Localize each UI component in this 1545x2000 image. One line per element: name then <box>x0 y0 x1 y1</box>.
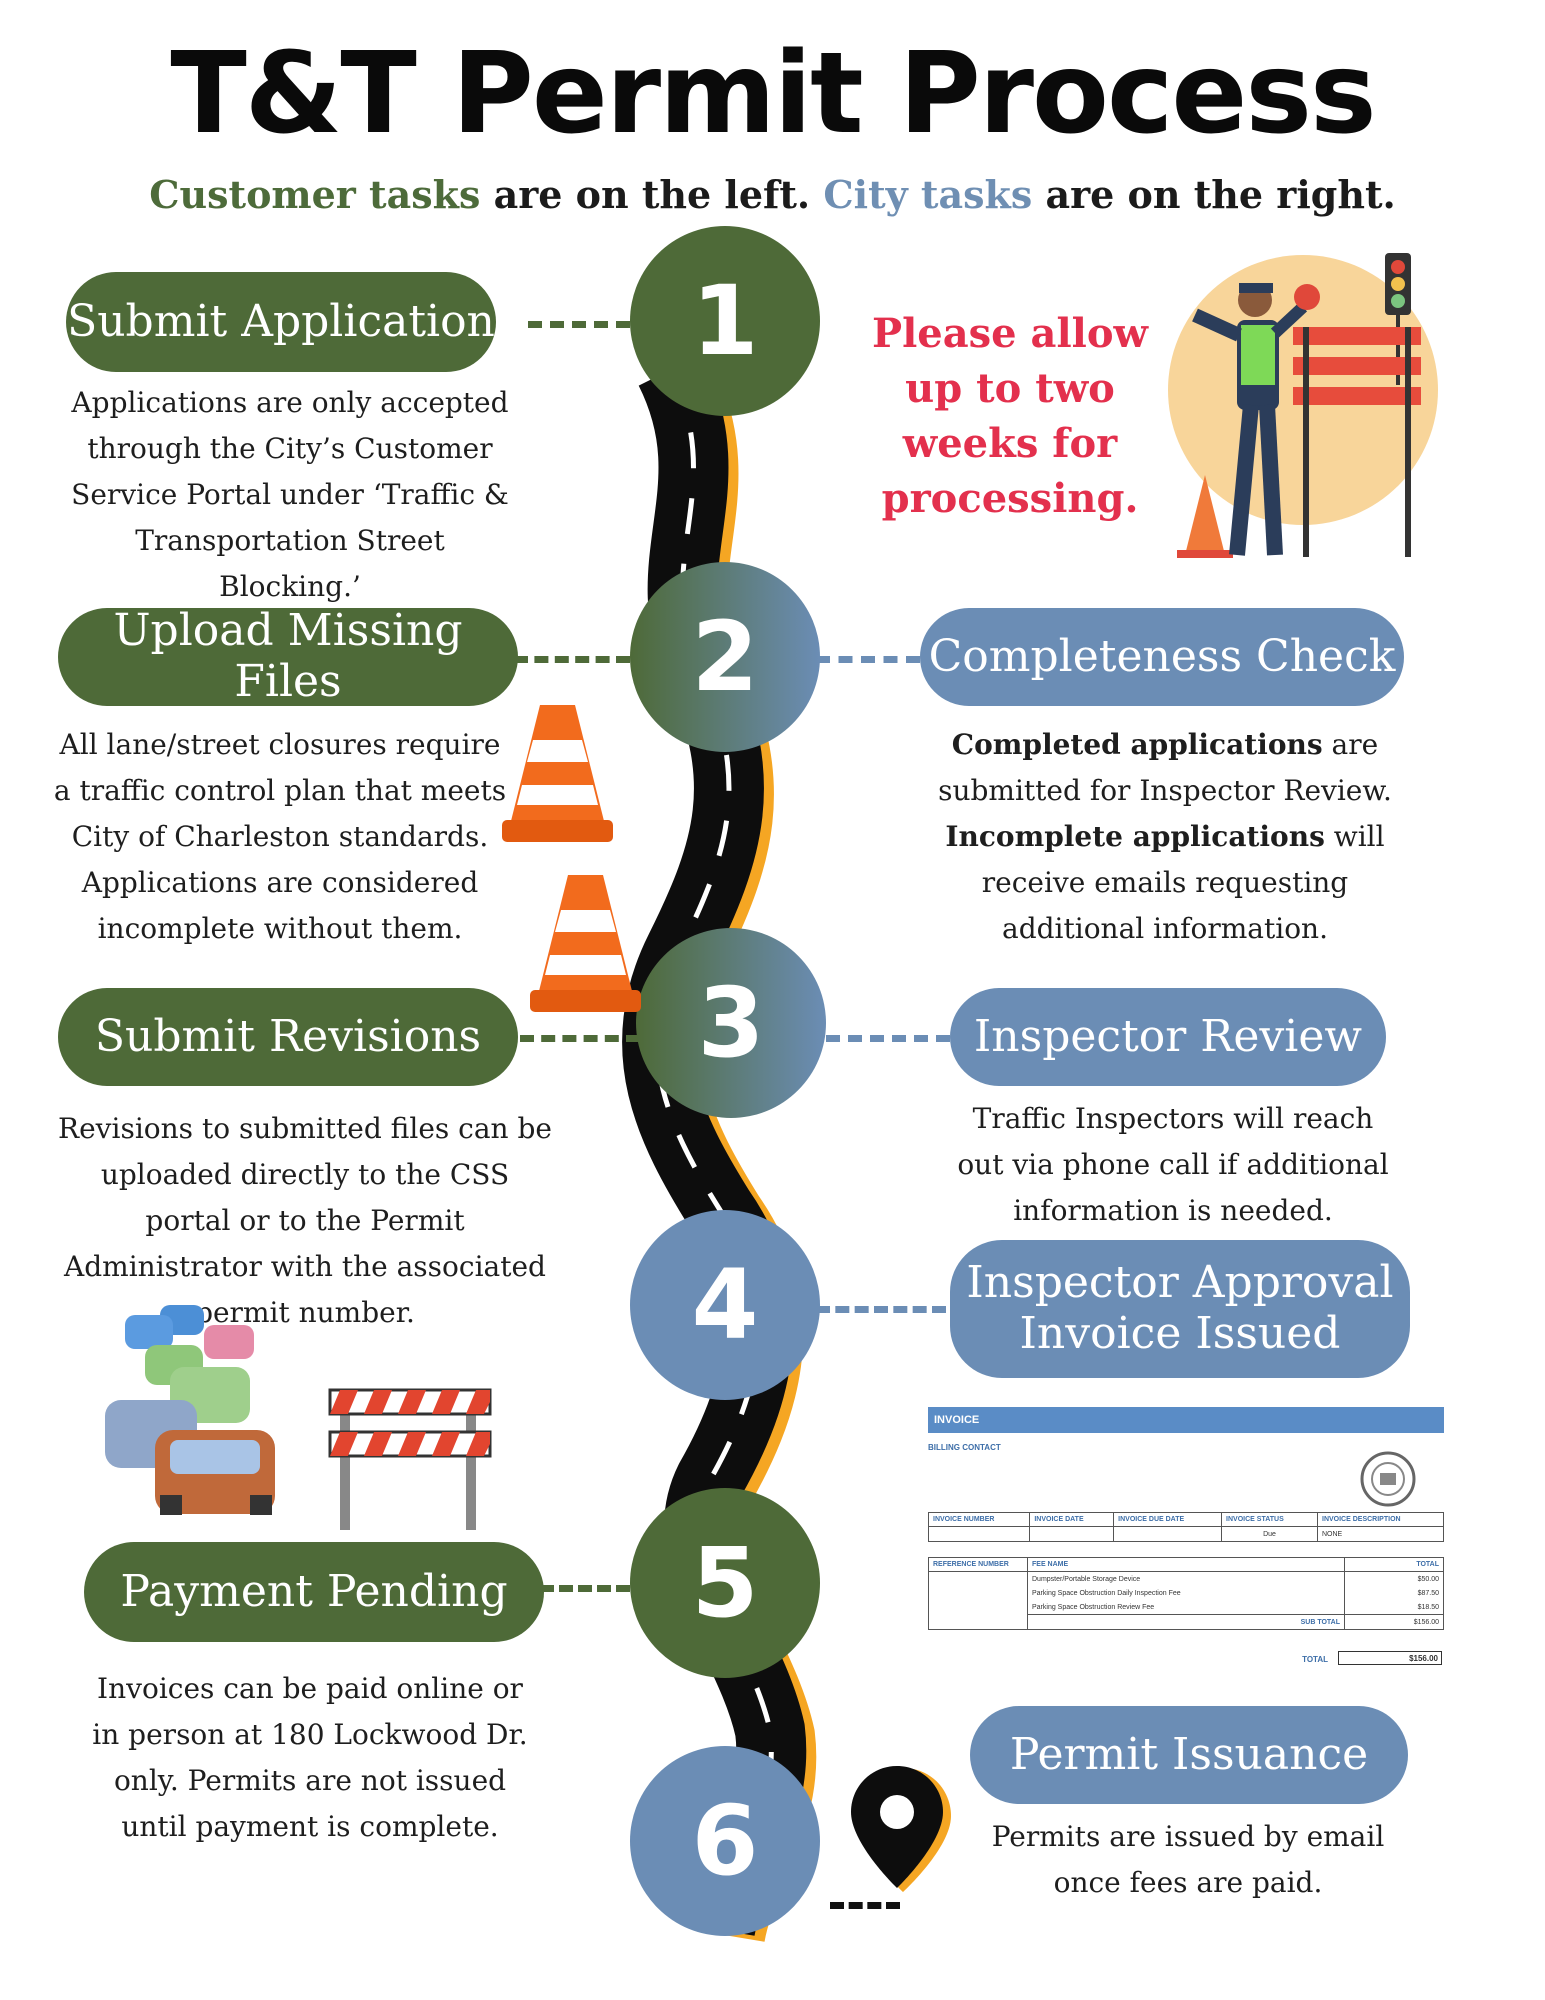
total-label: TOTAL <box>1302 1655 1328 1664</box>
connector-3-right <box>826 1035 950 1042</box>
invoice-header-table: INVOICE NUMBER INVOICE DATE INVOICE DUE … <box>927 1512 1444 1542</box>
invoice-status-header: INVOICE STATUS <box>1221 1512 1318 1527</box>
traffic-cone-icon <box>502 705 613 842</box>
permit-issuance-pill: Permit Issuance <box>970 1706 1408 1804</box>
invoice-number-header: INVOICE NUMBER <box>927 1512 1031 1527</box>
invoice-status-cell: Due <box>1221 1526 1318 1542</box>
completed-applications-label: Completed applications <box>951 728 1323 761</box>
payment-pending-pill: Payment Pending <box>84 1542 544 1642</box>
total-value: $156.00 <box>1338 1651 1442 1665</box>
fee-row-name: Dumpster/Portable Storage Device <box>1027 1571 1345 1586</box>
fee-row-name: Parking Space Obstruction Review Fee <box>1027 1600 1345 1615</box>
subtitle-mid: are on the left. <box>480 172 824 217</box>
submit-application-desc: Applications are only accepted through t… <box>71 386 509 603</box>
invoice-fee-table: REFERENCE NUMBER FEE NAME TOTAL Dumpster… <box>928 1557 1444 1630</box>
upload-missing-files-pill: Upload Missing Files <box>58 606 518 707</box>
connector-2-right <box>816 656 920 663</box>
flagger-illustration <box>1168 253 1438 558</box>
approval-line-1: Inspector Approval <box>966 1257 1394 1309</box>
submit-revisions-desc: Revisions to submitted files can be uplo… <box>58 1112 552 1329</box>
completeness-check-pill: Completeness Check <box>920 608 1404 706</box>
connector-6 <box>830 1902 900 1909</box>
reference-number-cell <box>928 1571 1028 1630</box>
subtitle-city: City tasks <box>823 172 1033 217</box>
connector-4 <box>816 1306 946 1313</box>
invoice-description-header: INVOICE DESCRIPTION <box>1317 1512 1444 1527</box>
step-6-number: 6 <box>630 1746 820 1936</box>
connector-5 <box>540 1585 630 1592</box>
permit-issuance-desc: Permits are issued by email once fees ar… <box>991 1820 1385 1899</box>
page-title: T&T Permit Process <box>170 29 1376 159</box>
fee-name-header: FEE NAME <box>1027 1557 1345 1572</box>
fee-row-amount: $50.00 <box>1344 1571 1444 1586</box>
billing-contact-label: BILLING CONTACT <box>928 1443 1001 1452</box>
inspector-review-desc: Traffic Inspectors will reach out via ph… <box>957 1102 1389 1227</box>
submit-application-pill: Submit Application <box>66 272 496 372</box>
page-subtitle: Customer tasks are on the left. City tas… <box>0 172 1545 217</box>
subtotal-label: SUB TOTAL <box>1027 1614 1345 1630</box>
traffic-jam-illustration <box>105 1305 275 1515</box>
payment-pending-desc: Invoices can be paid online or in person… <box>92 1672 528 1843</box>
completeness-check-desc: Completed applications are submitted for… <box>935 722 1395 952</box>
submit-revisions-pill: Submit Revisions <box>58 988 518 1086</box>
completeness-text-2: will receive emails requesting additiona… <box>981 820 1385 945</box>
road-barrier-icon <box>328 1388 492 1530</box>
processing-notice: Please allow up to two weeks for process… <box>872 310 1148 522</box>
connector-2-left <box>514 656 630 663</box>
fee-row-name: Parking Space Obstruction Daily Inspecti… <box>1027 1586 1345 1600</box>
invoice-date-cell <box>1029 1526 1115 1542</box>
connector-1 <box>528 321 630 328</box>
connector-3-left <box>520 1035 640 1042</box>
invoice-due-date-cell <box>1113 1526 1223 1542</box>
city-seal-icon <box>1360 1451 1416 1507</box>
invoice-description-cell: NONE <box>1317 1526 1444 1542</box>
fee-row-amount: $18.50 <box>1344 1600 1444 1615</box>
step-5-number: 5 <box>630 1488 820 1678</box>
incomplete-applications-label: Incomplete applications <box>945 820 1325 853</box>
reference-number-header: REFERENCE NUMBER <box>928 1557 1028 1572</box>
subtotal-value: $156.00 <box>1344 1614 1444 1630</box>
step-1-number: 1 <box>630 226 820 416</box>
upload-missing-files-desc: All lane/street closures require a traff… <box>53 728 507 945</box>
traffic-cone-icon <box>530 875 641 1012</box>
completeness-text-1: are submitted for Inspector Review. <box>938 728 1392 807</box>
step-4-number: 4 <box>630 1210 820 1400</box>
invoice-title: INVOICE <box>928 1407 1444 1433</box>
approval-line-2: Invoice Issued <box>1019 1308 1341 1359</box>
subtitle-customer: Customer tasks <box>149 172 481 217</box>
step-2-number: 2 <box>630 562 820 752</box>
invoice-date-header: INVOICE DATE <box>1029 1512 1115 1527</box>
inspector-review-pill: Inspector Review <box>950 988 1386 1086</box>
invoice-number-cell <box>927 1526 1031 1542</box>
fee-row-amount: $87.50 <box>1344 1586 1444 1600</box>
subtitle-end: are on the right. <box>1032 172 1396 217</box>
invoice-due-date-header: INVOICE DUE DATE <box>1113 1512 1223 1527</box>
location-pin-icon <box>851 1766 951 1892</box>
fee-total-header: TOTAL <box>1344 1557 1444 1572</box>
step-3-number: 3 <box>636 928 826 1118</box>
invoice-preview: INVOICE BILLING CONTACT INVOICE NUMBER I… <box>927 1407 1444 1672</box>
